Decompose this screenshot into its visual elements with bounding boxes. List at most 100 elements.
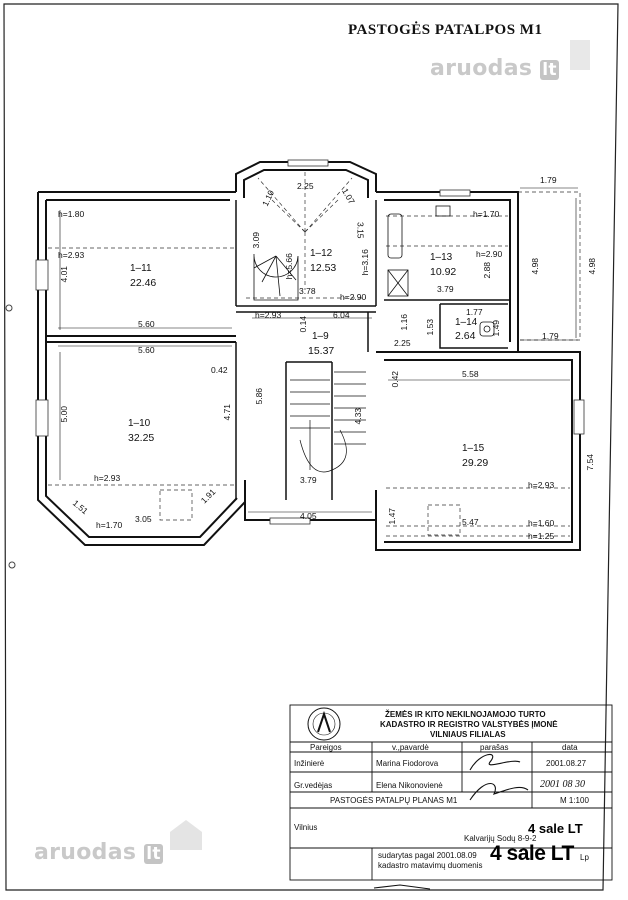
- basis-line2: kadastro matavimų duomenis: [378, 861, 483, 870]
- room-id: 1–10: [128, 418, 151, 429]
- sheet-border: [3, 3, 619, 891]
- dimension-label: 3.79: [437, 284, 454, 294]
- row2-date: 2001 08 30: [540, 779, 585, 790]
- height-label: h=2.90: [340, 292, 367, 302]
- bathtub: [387, 213, 403, 259]
- room-id: 1–15: [462, 443, 485, 454]
- height-label: h=1.70: [96, 520, 123, 530]
- watermark-top: aruodas lt: [430, 56, 559, 81]
- dimension-label: 3.09: [251, 231, 262, 249]
- room-area: 29.29: [462, 457, 489, 469]
- col-header-sign: parašas: [480, 743, 509, 752]
- main-stair: [290, 371, 366, 473]
- height-label: h=1.80: [58, 209, 85, 219]
- plan-scale: M 1:100: [560, 796, 589, 805]
- room-area: 15.37: [308, 345, 335, 357]
- room-id: 1–12: [310, 248, 333, 259]
- outer-wall-left: [37, 191, 246, 546]
- room-area: 32.25: [128, 432, 155, 444]
- outer-wall-bottom: [244, 490, 377, 521]
- wall-1-11-1-10: [46, 335, 236, 343]
- washbasin: [479, 321, 495, 337]
- row1-date: 2001.08.27: [546, 759, 587, 768]
- toilet-box: [387, 269, 409, 297]
- row2-name: Elena Nikonovienė: [376, 781, 443, 790]
- plan-title: PASTOGĖS PATALPOS M1: [348, 22, 543, 38]
- col-header-date: data: [562, 743, 578, 752]
- height-label: h=3.16: [359, 249, 370, 276]
- dimension-label: 4.01: [59, 265, 70, 283]
- row2-role: Gr.vedėjas: [294, 781, 333, 790]
- dimension-label: 2.25: [394, 338, 411, 348]
- row1-name: Marina Fiodorova: [376, 759, 439, 768]
- dimension-label: 1.77: [466, 307, 483, 317]
- org-name-line1: ŽEMĖS IR KITO NEKILNOJAMOJO TURTO: [385, 710, 546, 719]
- sheet-mark: Lp: [580, 853, 589, 862]
- height-label: h=5.66: [283, 253, 294, 280]
- org-name-line2: KADASTRO IR REGISTRO VALSTYBĖS ĮMONĖ: [380, 720, 558, 729]
- dimension-label: 0.42: [390, 370, 401, 388]
- signature-2: [469, 782, 529, 801]
- dimension-label: 5.58: [462, 369, 479, 379]
- room-area: 12.53: [310, 262, 337, 274]
- title-block-frame: [289, 704, 613, 881]
- dimension-label: 5.60: [138, 319, 155, 329]
- room-id: 1–11: [130, 263, 152, 274]
- window-top-right: [439, 189, 471, 197]
- room-id: 1–13: [430, 252, 453, 263]
- dimension-label: 4.71: [222, 403, 233, 421]
- dimension-label: 4.33: [353, 407, 364, 425]
- dimension-label: 5.60: [138, 345, 155, 355]
- dimension-label: 3.15: [355, 221, 366, 239]
- dimension-label: 3.78: [299, 286, 316, 296]
- dimension-label: 4.98: [530, 257, 541, 275]
- height-label: h=2.93: [58, 250, 85, 260]
- window-tower: [287, 159, 329, 167]
- window-left-2: [35, 399, 49, 437]
- row1-role: Inžinierė: [294, 759, 325, 768]
- handwriting-stroke: [373, 884, 431, 890]
- room-area: 22.46: [130, 277, 157, 289]
- dimension-label: 6.04: [333, 310, 350, 320]
- col-header-name: v.,pavardė: [392, 743, 429, 752]
- dimension-label: 5.00: [59, 405, 70, 423]
- room-area: 2.64: [455, 330, 476, 342]
- address: Kalvarijų Sodų 8-9-2: [464, 834, 537, 843]
- wall-corridor-top: [236, 305, 376, 313]
- watermark-house-icons: [170, 40, 590, 850]
- plan-name: PASTOGĖS PATALPŲ PLANAS M1: [330, 796, 458, 805]
- dimension-label: 2.25: [297, 181, 314, 191]
- outer-wall-right: [375, 351, 581, 551]
- org-name-line3: VILNIAUS FILIALAS: [430, 730, 506, 739]
- binder-hole-bottom: [8, 561, 16, 569]
- wall-stair-right: [286, 361, 333, 500]
- dimension-label: 1.79: [542, 331, 559, 341]
- room-id: 1–9: [312, 331, 329, 342]
- window-left-1: [35, 259, 49, 291]
- window-bottom: [269, 517, 311, 525]
- dimension-label: 4.98: [587, 257, 598, 275]
- dimension-label: 3.79: [300, 475, 317, 485]
- window-right: [573, 399, 585, 435]
- dimension-label: 1.47: [387, 507, 398, 525]
- dimension-label: 5.86: [254, 387, 265, 405]
- dimension-label: 0.42: [211, 365, 228, 375]
- signature-1: [469, 753, 521, 771]
- dimension-label: 2.88: [482, 261, 493, 279]
- dimension-label: 4.05: [300, 511, 317, 521]
- room-id: 1–14: [455, 317, 478, 328]
- dimension-label: 1.79: [540, 175, 557, 185]
- dimension-label: 1.49: [491, 319, 502, 337]
- height-label: h=1.60: [528, 518, 555, 528]
- registras-logo: [307, 707, 341, 741]
- dimension-label: 5.47: [462, 517, 479, 527]
- height-label: h=2.90: [476, 249, 503, 259]
- height-label: h=2.93: [528, 480, 555, 490]
- height-label: h=1.25: [528, 531, 555, 541]
- spiral-stair: [253, 253, 299, 301]
- col-header-role: Pareigos: [310, 743, 342, 752]
- dimension-label: 0.14: [298, 315, 309, 333]
- height-label: h=1.70: [473, 209, 500, 219]
- dimension-label: 3.05: [135, 514, 152, 524]
